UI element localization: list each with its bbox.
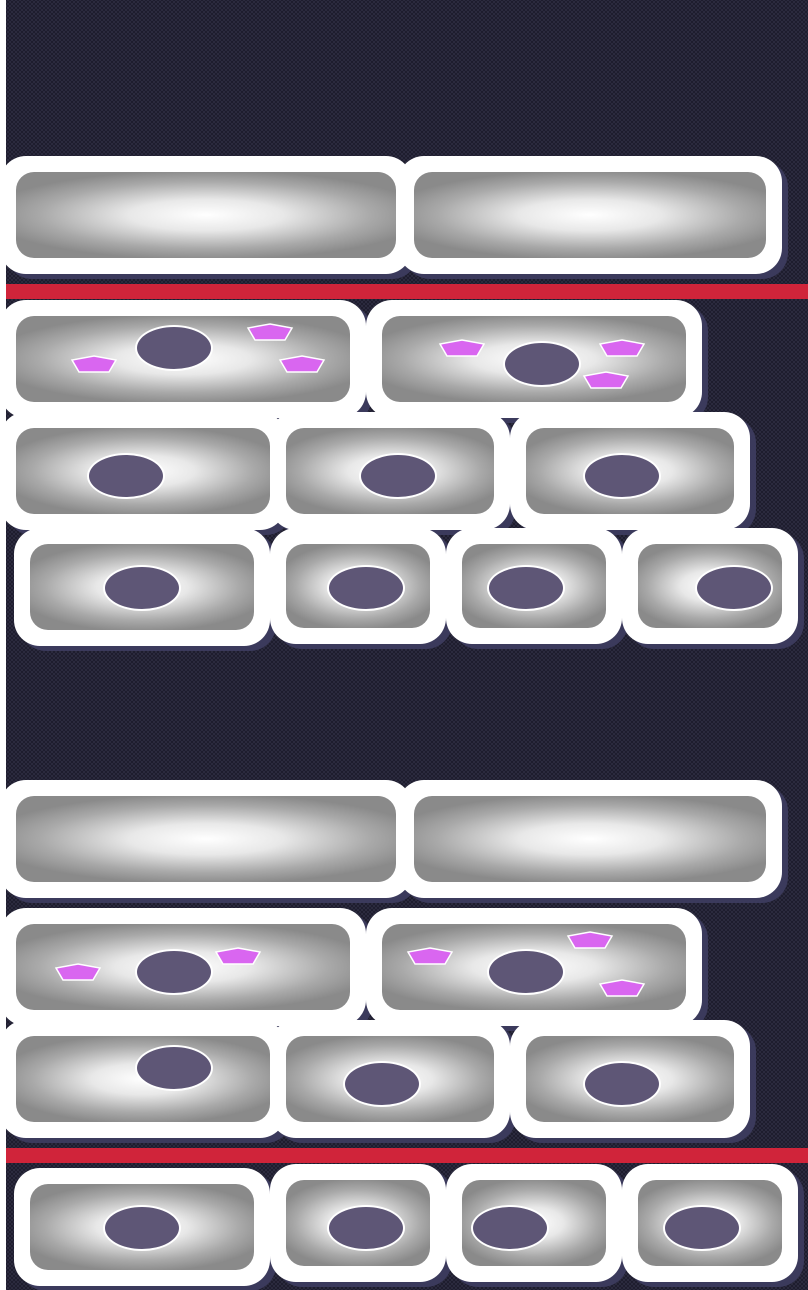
cytoplasm [414,796,766,882]
granule [54,963,102,981]
lower-surface-row-cell [398,780,782,898]
cytoplasm [414,172,766,258]
granule [406,947,454,965]
nucleus [503,341,581,387]
nucleus [343,1061,421,1107]
nucleus [487,565,565,611]
nucleus [135,949,213,995]
basement-membrane [6,284,808,299]
granule [598,339,646,357]
nucleus [359,453,437,499]
granule [566,931,614,949]
basement-membrane [6,1148,808,1163]
lower-surface-row-cell [0,780,412,898]
nucleus [135,1045,213,1091]
nucleus [487,949,565,995]
nucleus [103,565,181,611]
granule [582,371,630,389]
granule [438,339,486,357]
cytoplasm [16,172,396,258]
granule [214,947,262,965]
nucleus [583,1061,661,1107]
nucleus [327,1205,405,1251]
nucleus [471,1205,549,1251]
granule [246,323,294,341]
nucleus [135,325,213,371]
cytoplasm [16,796,396,882]
granule [598,979,646,997]
granule [70,355,118,373]
upper-surface-row-cell [0,156,412,274]
nucleus [327,565,405,611]
nucleus [663,1205,741,1251]
nucleus [87,453,165,499]
upper-surface-row-cell [398,156,782,274]
granule [278,355,326,373]
nucleus [583,453,661,499]
nucleus [103,1205,181,1251]
nucleus [695,565,773,611]
